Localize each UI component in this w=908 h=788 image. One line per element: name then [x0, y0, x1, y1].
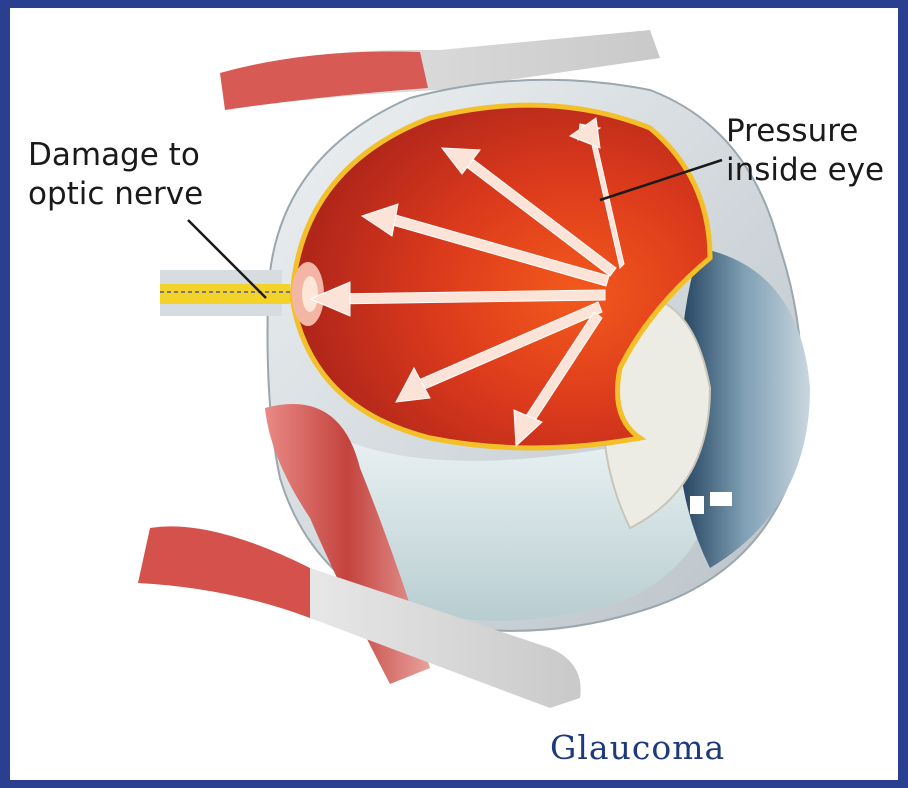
diagram-caption: Glaucoma [550, 728, 725, 767]
diagram-frame: Damage to optic nerve Pressure inside ey… [10, 8, 898, 780]
label-pressure-line2: inside eye [726, 151, 884, 190]
optic-nerve [160, 270, 300, 316]
optic-disc [292, 262, 324, 326]
label-damage-line2: optic nerve [28, 175, 203, 214]
label-pressure-line1: Pressure [726, 112, 884, 151]
label-pressure-inside-eye: Pressure inside eye [726, 112, 884, 190]
label-damage-line1: Damage to [28, 136, 203, 175]
label-damage-to-optic-nerve: Damage to optic nerve [28, 136, 203, 214]
